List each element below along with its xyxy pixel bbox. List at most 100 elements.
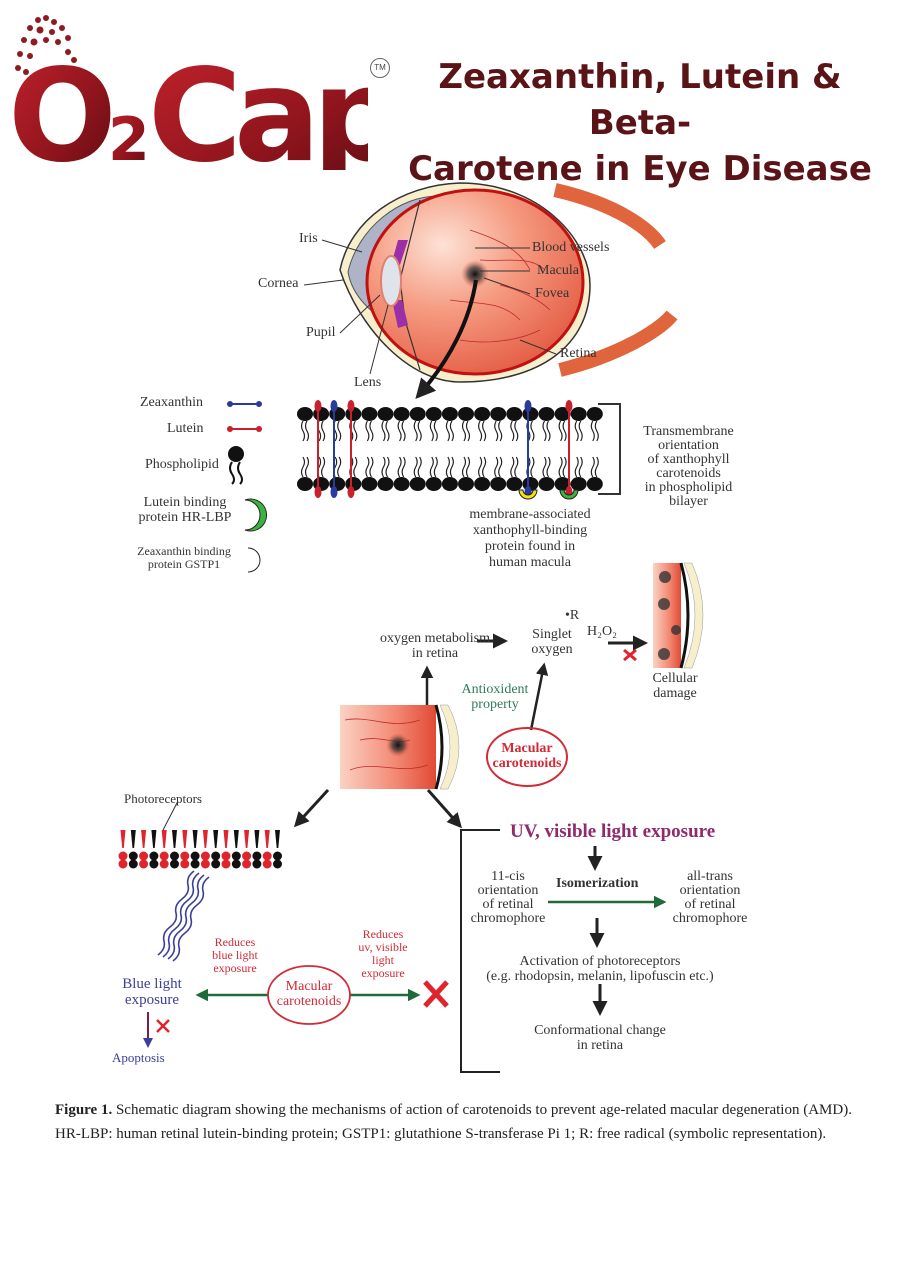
lipid-tail-bottom — [445, 456, 454, 478]
macular-lower-line1: Macular — [285, 979, 333, 994]
photoreceptor-stalk — [120, 830, 126, 848]
photoreceptor-body — [159, 859, 169, 869]
lipid-tail-bottom — [397, 456, 406, 478]
phospholipid-head-bottom — [441, 477, 458, 491]
lens-pupil — [380, 255, 402, 307]
block-cross-icon — [623, 648, 637, 662]
logo-subscript-2: 2 — [108, 105, 150, 170]
label-blood-vessels: Blood vessels — [532, 240, 610, 255]
lipid-tail-top — [461, 420, 471, 442]
zeaxanthin-molecule-end — [524, 400, 532, 412]
photoreceptor-body — [231, 859, 241, 869]
phospholipid-head-top — [458, 407, 474, 421]
phospholipid-head-bottom — [506, 477, 523, 491]
apoptosis-label: Apoptosis — [112, 1050, 165, 1065]
blood-vessels — [449, 229, 551, 343]
label-macula: Macula — [537, 263, 579, 278]
lipid-tail-top — [445, 420, 454, 442]
photoreceptor-body — [231, 851, 241, 861]
lipid-tail-bottom — [542, 456, 551, 478]
gstp1-icon — [247, 547, 261, 573]
phospholipid-head-top — [474, 407, 491, 421]
transmembrane-orientation-label: Transmembrane orientation of xanthophyll… — [626, 425, 751, 509]
lipid-tail-top — [542, 420, 551, 442]
photoreceptor-body — [211, 851, 221, 861]
orientation-line: carotenoids — [656, 466, 721, 481]
photoreceptor-row — [118, 830, 282, 869]
lutein-molecule-end — [347, 400, 355, 412]
photoreceptor-body — [149, 859, 159, 869]
antioxidant-property-label: Antioxident property — [455, 682, 535, 712]
activation-line1: Activation of photoreceptors — [519, 954, 681, 969]
photoreceptor-body — [159, 851, 169, 861]
photoreceptor-stalk — [223, 830, 229, 848]
activation-label: Activation of photoreceptors (e.g. rhodo… — [460, 954, 740, 984]
cis-orientation-label: 11-cis orientation of retinal chromophor… — [463, 870, 553, 926]
photoreceptor-stalk — [130, 830, 136, 848]
lipid-tail-bottom — [461, 456, 471, 478]
label-fovea: Fovea — [535, 286, 570, 301]
antioxidant-line1: Antioxident — [461, 682, 529, 697]
photoreceptors-leader — [162, 800, 179, 831]
antioxidant-line2: property — [471, 696, 519, 712]
zeaxanthin-molecule-end — [330, 486, 338, 498]
photoreceptor-body — [200, 851, 210, 861]
activation-line2: (e.g. rhodopsin, melanin, lipofuscin etc… — [486, 968, 714, 984]
blue-light-wave-icon — [157, 870, 210, 962]
isomerization-label: Isomerization — [556, 876, 639, 891]
phospholipid-head-top — [586, 407, 603, 421]
orientation-line: bilayer — [669, 494, 708, 509]
cis-line: orientation — [477, 883, 539, 898]
eye-muscle-bottom — [558, 310, 678, 377]
macular-carotenoids-circle-lower — [267, 965, 351, 1025]
lutein-molecule-end — [314, 400, 322, 412]
phospholipid-head-top — [538, 407, 555, 421]
reduces-blue-line: blue light — [212, 948, 258, 962]
trans-line: chromophore — [672, 911, 748, 926]
legend-phospholipid: Phospholipid — [145, 457, 219, 472]
phospholipid-head-bottom — [554, 477, 571, 491]
page-title-line2: Carotene in Eye Disease — [408, 148, 872, 189]
blue-light-line1: Blue light — [122, 976, 182, 992]
phospholipid-head-bottom — [361, 477, 378, 491]
reduces-uv-light-label: Reduces uv, visible light exposure — [348, 928, 418, 980]
protein-line: xanthophyll-binding — [472, 523, 588, 538]
lipid-tail-top — [478, 420, 487, 442]
label-iris: Iris — [299, 231, 318, 246]
lipid-tail-top — [413, 420, 422, 442]
lipid-tail-bottom — [494, 456, 503, 478]
singlet-oxygen-label: Singlet oxygen — [522, 627, 582, 657]
photoreceptor-body — [252, 851, 262, 861]
phospholipid-head-bottom — [393, 477, 410, 491]
phospholipid-head-bottom — [570, 477, 587, 491]
figure-caption-text: Schematic diagram showing the mechanisms… — [55, 1102, 852, 1142]
oxygen-metabolism-line1: oxygen metabolism — [379, 631, 491, 646]
lipid-tail-bottom — [381, 456, 390, 478]
uv-bracket — [460, 829, 500, 1073]
phospholipid-head-top — [409, 407, 426, 421]
photoreceptor-body — [170, 851, 179, 861]
legend-glyphs — [227, 401, 267, 573]
cellular-line2: damage — [653, 685, 697, 701]
phospholipid-head-bottom — [297, 477, 313, 491]
lipid-tail-top — [590, 420, 599, 442]
macular-lower-line2: carotenoids — [276, 993, 342, 1009]
photoreceptor-stalk — [151, 830, 157, 848]
lipid-tail-top — [429, 420, 438, 442]
phospholipid-head-bottom — [425, 477, 442, 491]
lutein-molecule-end — [347, 486, 355, 498]
page-title: Zeaxanthin, Lutein & Beta- Carotene in E… — [390, 55, 890, 193]
lipid-tail-bottom — [429, 456, 438, 478]
phospholipid-head-top — [425, 407, 442, 421]
reduces-uv-line: uv, visible — [358, 940, 408, 954]
photoreceptors-label: Photoreceptors — [124, 791, 202, 806]
phospholipid-head-bottom — [377, 477, 394, 491]
lipid-tail-top — [300, 420, 310, 442]
iris-lower — [392, 300, 408, 328]
photoreceptor-stalk — [161, 830, 167, 848]
protein-line: human macula — [488, 555, 572, 570]
page-title-line1: Zeaxanthin, Lutein & Beta- — [438, 57, 842, 143]
protein-line: membrane-associated — [469, 507, 591, 522]
lipid-tail-top — [510, 420, 519, 442]
eye-to-membrane-arrow — [415, 279, 478, 399]
